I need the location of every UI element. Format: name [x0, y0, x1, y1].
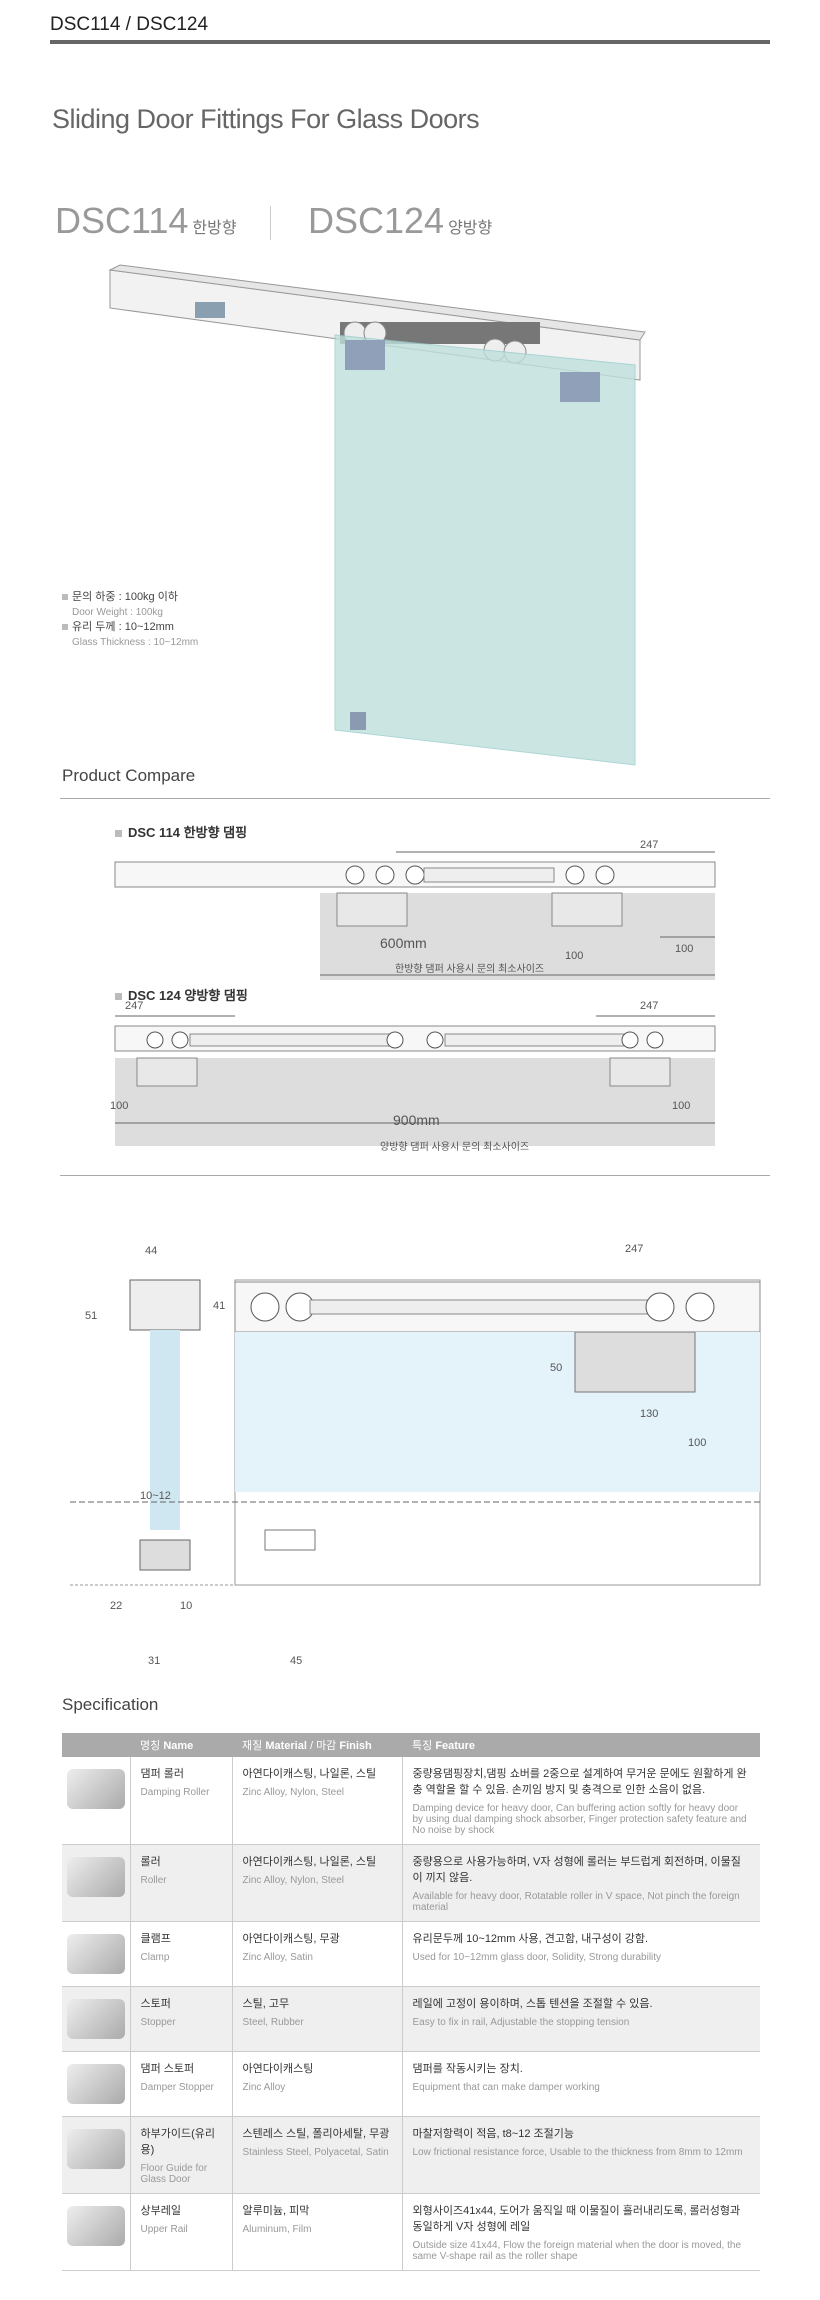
dsc124-caption: 양방향 댐퍼 사용시 문의 최소사이즈: [380, 1142, 530, 1153]
part-feature-en: Available for heavy door, Rotatable roll…: [412, 1891, 740, 1913]
part-material: 알루미늄, 피막: [242, 2205, 310, 2217]
table-row: 스토퍼 Stopper 스틸, 고무 Steel, Rubber 레일에 고정이 용…: [62, 1986, 760, 2052]
part-material: 스텐레스 스틸, 폴리아세탈, 무광: [242, 2128, 390, 2140]
table-row: 댐퍼 스토퍼 Damper Stopper 아연다이캐스팅 Zinc Alloy 댐…: [62, 2051, 760, 2117]
part-material-en: Aluminum, Film: [242, 2224, 312, 2235]
part-material: 스틸, 고무: [242, 1998, 290, 2010]
part-material-en: Steel, Rubber: [242, 2017, 304, 2028]
dsc124-dim-left: 247: [125, 1000, 144, 1012]
part-feature-en: Used for 10~12mm glass door, Solidity, S…: [412, 1952, 662, 1963]
specification-table: 명칭 Name 재질 Material / 마감 Finish 특징 Featu…: [62, 1733, 760, 2271]
specification-title: Specification: [62, 1695, 159, 1714]
dsc114-diagram: 247 100: [114, 839, 716, 980]
part-feature: 마찰저항력이 적음, t8~12 조절기능: [412, 2128, 575, 2140]
part-name-en: Upper Rail: [140, 2224, 188, 2235]
dsc124-dim-r100: 100: [672, 1100, 691, 1112]
part-feature-en: Low frictional resistance force, Usable …: [412, 2147, 743, 2158]
part-name: 클램프: [140, 1933, 171, 1945]
part-name-en: Stopper: [140, 2017, 176, 2028]
part-material-en: Zinc Alloy: [242, 2082, 286, 2093]
part-name-en: Floor Guide for Glass Door: [140, 2163, 208, 2185]
part-name: 하부가이드(유리용): [140, 2128, 216, 2156]
dim-41: 41: [213, 1300, 226, 1312]
dim-100: 100: [688, 1437, 707, 1449]
dsc124-dim-l100: 100: [110, 1100, 129, 1112]
part-name: 상부레일: [140, 2205, 181, 2217]
dsc124-size: 900mm: [393, 1112, 440, 1128]
dsc124-diagram: [114, 1015, 716, 1146]
table-row: 댐퍼 롤러 Damping Roller 아연다이캐스팅, 나일론, 스틸 Zinc…: [62, 1757, 760, 1845]
dim-247: 247: [625, 1243, 644, 1255]
divider: [60, 798, 770, 799]
part-feature-en: Easy to fix in rail, Adjustable the stop…: [412, 2017, 630, 2028]
dsc114-caption: 한방향 댐퍼 사용시 문의 최소사이즈: [395, 964, 545, 975]
product-specs: 문의 하중 : 100kg 이하 Door Weight : 100kg 유리 …: [62, 590, 198, 650]
part-image: [62, 2116, 131, 2194]
part-image: [62, 2193, 131, 2271]
part-name-en: Damper Stopper: [140, 2082, 214, 2093]
dim-31: 31: [148, 1655, 161, 1667]
part-feature: 유리문두께 10~12mm 사용, 견고함, 내구성이 강함.: [412, 1933, 649, 1945]
part-feature: 레일에 고정이 용이하며, 스톱 텐션을 조절할 수 있음.: [412, 1998, 653, 2010]
page-header-title: DSC114 / DSC124: [50, 14, 209, 35]
dim-10: 10: [180, 1600, 193, 1612]
part-feature: 외형사이즈41x44, 도어가 움직일 때 이물질이 흘러내리도록, 롤러성형과…: [412, 2205, 741, 2233]
part-material: 아연다이캐스팅, 나일론, 스틸: [242, 1856, 377, 1868]
dsc124-label: DSC 124 양방향 댐핑: [115, 985, 248, 1004]
dsc114-dim-100: 100: [565, 950, 584, 962]
part-image: [62, 2051, 131, 2117]
dsc114-size: 600mm: [380, 935, 427, 951]
table-row: 상부레일 Upper Rail 알루미늄, 피막 Aluminum, Film 외형…: [62, 2193, 760, 2271]
part-name-en: Roller: [140, 1875, 167, 1886]
part-feature: 중량용으로 사용가능하며, V자 성형에 롤러는 부드럽게 회전하며, 이물질이…: [412, 1856, 741, 1884]
part-image: [62, 1921, 131, 1987]
table-header: 명칭 Name 재질 Material / 마감 Finish 특징 Featu…: [62, 1733, 760, 1757]
page-title: Sliding Door Fittings For Glass Doors: [52, 104, 480, 134]
part-material: 아연다이캐스팅: [242, 2063, 314, 2075]
table-row: 클램프 Clamp 아연다이캐스팅, 무광 Zinc Alloy, Satin 유리…: [62, 1921, 760, 1987]
part-material-en: Stainless Steel, Polyacetal, Satin: [242, 2147, 389, 2158]
svg-text:247: 247: [640, 839, 658, 851]
dim-50: 50: [550, 1362, 563, 1374]
dim-22: 22: [110, 1600, 123, 1612]
part-name: 스토퍼: [140, 1998, 171, 2010]
part-name: 댐퍼 롤러: [140, 1768, 185, 1780]
svg-text:100: 100: [675, 943, 693, 955]
dim-51: 51: [85, 1310, 98, 1322]
dim-44: 44: [145, 1245, 158, 1257]
part-material: 아연다이캐스팅, 무광: [242, 1933, 340, 1945]
part-name-en: Damping Roller: [140, 1787, 210, 1798]
dim-130: 130: [640, 1408, 659, 1420]
part-image: [62, 1986, 131, 2052]
part-name: 댐퍼 스토퍼: [140, 2063, 195, 2075]
dim-10-12: 10~12: [140, 1490, 171, 1502]
part-material: 아연다이캐스팅, 나일론, 스틸: [242, 1768, 377, 1780]
detail-drawing: [70, 1279, 761, 1586]
dim-45: 45: [290, 1655, 303, 1667]
part-image: [62, 1844, 131, 1922]
part-material-en: Zinc Alloy, Satin: [242, 1952, 313, 1963]
product-compare-title: Product Compare: [62, 766, 196, 785]
dsc114-label: DSC 114 한방향 댐핑: [115, 822, 247, 841]
part-feature-en: Outside size 41x44, Flow the foreign mat…: [412, 2240, 742, 2262]
part-feature: 댐퍼를 작동시키는 장치.: [412, 2063, 523, 2075]
model-divider: [270, 206, 271, 240]
table-row: 롤러 Roller 아연다이캐스팅, 나일론, 스틸 Zinc Alloy, Nyl…: [62, 1844, 760, 1922]
part-image: [62, 1757, 131, 1845]
part-feature-en: Equipment that can make damper working: [412, 2082, 600, 2093]
header-divider: [50, 40, 770, 44]
divider: [60, 1175, 770, 1176]
part-material-en: Zinc Alloy, Nylon, Steel: [242, 1787, 345, 1798]
part-material-en: Zinc Alloy, Nylon, Steel: [242, 1875, 345, 1886]
part-name: 롤러: [140, 1856, 161, 1868]
part-feature-en: Damping device for heavy door, Can buffe…: [412, 1803, 747, 1836]
part-name-en: Clamp: [140, 1952, 170, 1963]
table-row: 하부가이드(유리용) Floor Guide for Glass Door 스텐레…: [62, 2116, 760, 2194]
dsc124-dim-right: 247: [640, 1000, 659, 1012]
part-feature: 중량용댐핑장치,댐핑 쇼버를 2중으로 설계하여 무거운 문에도 원활하게 완충…: [412, 1768, 747, 1796]
product-illustration: [108, 264, 646, 766]
